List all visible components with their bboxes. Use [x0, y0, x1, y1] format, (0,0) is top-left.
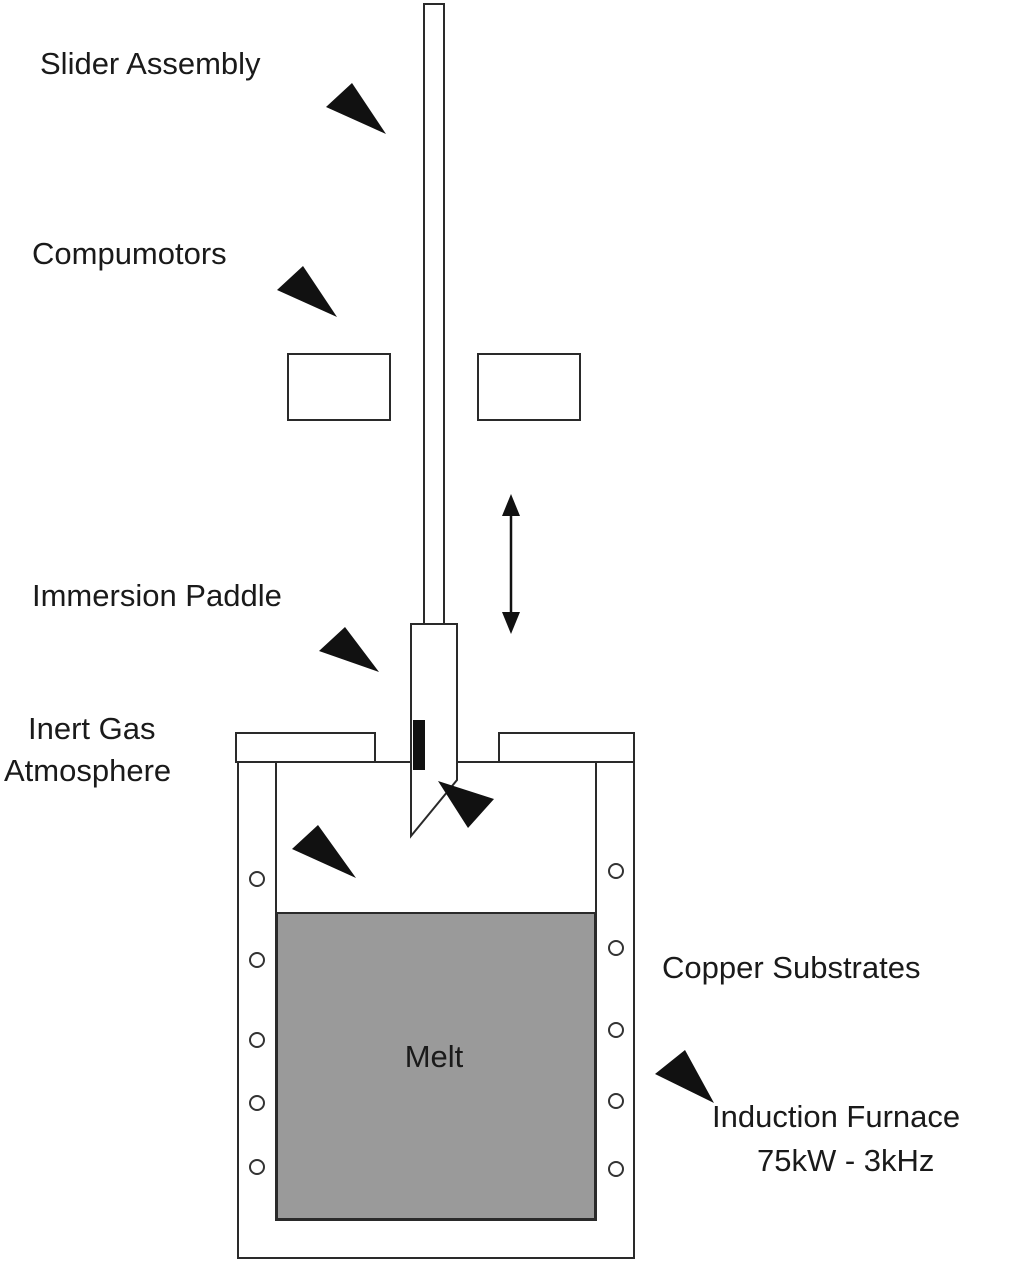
coil-right [608, 1161, 624, 1177]
coil-right [608, 1093, 624, 1109]
coil-left [249, 1095, 265, 1111]
coil-right [608, 1022, 624, 1038]
label-induction-furnace-line1: Induction Furnace [712, 1099, 960, 1134]
pointer-compumotors [277, 266, 337, 317]
lid-plate-left [235, 732, 376, 763]
label-induction-furnace-line2: 75kW - 3kHz [757, 1143, 934, 1178]
coil-left [249, 1032, 265, 1048]
label-inert-gas-line1: Inert Gas [28, 711, 156, 746]
pointer-slider-assembly [326, 83, 386, 134]
label-inert-gas-line2: Atmosphere [4, 753, 171, 788]
coil-left [249, 1159, 265, 1175]
compumotor-right [477, 353, 581, 421]
label-immersion-paddle: Immersion Paddle [32, 578, 282, 613]
coil-right [608, 863, 624, 879]
compumotor-left [287, 353, 391, 421]
pointer-copper-substrates [438, 781, 494, 828]
label-copper-substrates: Copper Substrates [662, 950, 920, 985]
label-slider-assembly: Slider Assembly [40, 46, 261, 81]
pointer-immersion-paddle [319, 627, 379, 672]
copper-substrate-block [413, 720, 425, 770]
coil-left [249, 871, 265, 887]
pointer-induction-furnace [655, 1050, 714, 1103]
label-melt: Melt [405, 1039, 464, 1074]
lid-plate-right [498, 732, 635, 763]
slider-rod [423, 3, 445, 625]
pointer-inert-gas [292, 825, 356, 878]
coil-right [608, 940, 624, 956]
label-compumotors: Compumotors [32, 236, 227, 271]
immersion-paddle [410, 623, 458, 839]
melt [276, 912, 596, 1220]
motion-arrow [502, 494, 520, 634]
coil-left [249, 952, 265, 968]
